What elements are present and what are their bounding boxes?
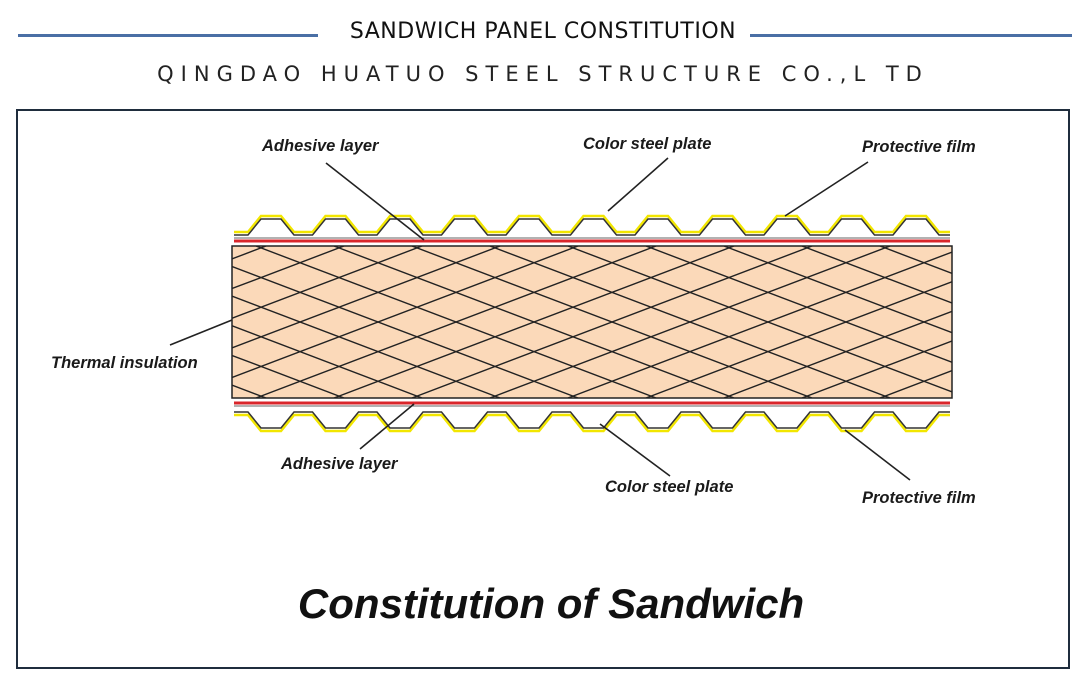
label-steel-bottom: Color steel plate: [605, 478, 733, 496]
company-subtitle: QINGDAO HUATUO STEEL STRUCTURE CO.,L TD: [157, 62, 929, 86]
label-adhesive-bottom: Adhesive layer: [280, 455, 399, 473]
leader-steel-top: [607, 157, 669, 212]
page-title-text: SANDWICH PANEL CONSTITUTION: [341, 19, 745, 44]
leader-film-bottom: [844, 429, 911, 481]
header-rule-left: [18, 34, 318, 37]
leader-adhesive-top: [325, 162, 425, 241]
diagram-frame: [16, 109, 1070, 669]
leader-film-top: [784, 161, 869, 217]
top-color-steel-plate: [234, 218, 950, 236]
label-thermal-insulation: Thermal insulation: [51, 354, 198, 372]
top-protective-film: [234, 214, 950, 234]
leader-adhesive-bottom: [359, 403, 415, 450]
page-title: SANDWICH PANEL CONSTITUTION: [0, 19, 1086, 44]
label-adhesive-top: Adhesive layer: [261, 137, 380, 155]
bottom-color-steel-plate: [234, 411, 950, 429]
label-film-bottom: Protective film: [862, 489, 976, 507]
insulation-hatch: [232, 246, 952, 398]
leader-steel-bottom: [599, 423, 671, 477]
label-film-top: Protective film: [862, 138, 976, 156]
diagram-caption: Constitution of Sandwich: [298, 580, 804, 627]
label-steel-top: Color steel plate: [583, 135, 711, 153]
leader-thermal: [169, 319, 233, 346]
bottom-protective-film: [234, 413, 950, 433]
insulation-core: [231, 245, 953, 399]
header-rule-right: [750, 34, 1072, 37]
